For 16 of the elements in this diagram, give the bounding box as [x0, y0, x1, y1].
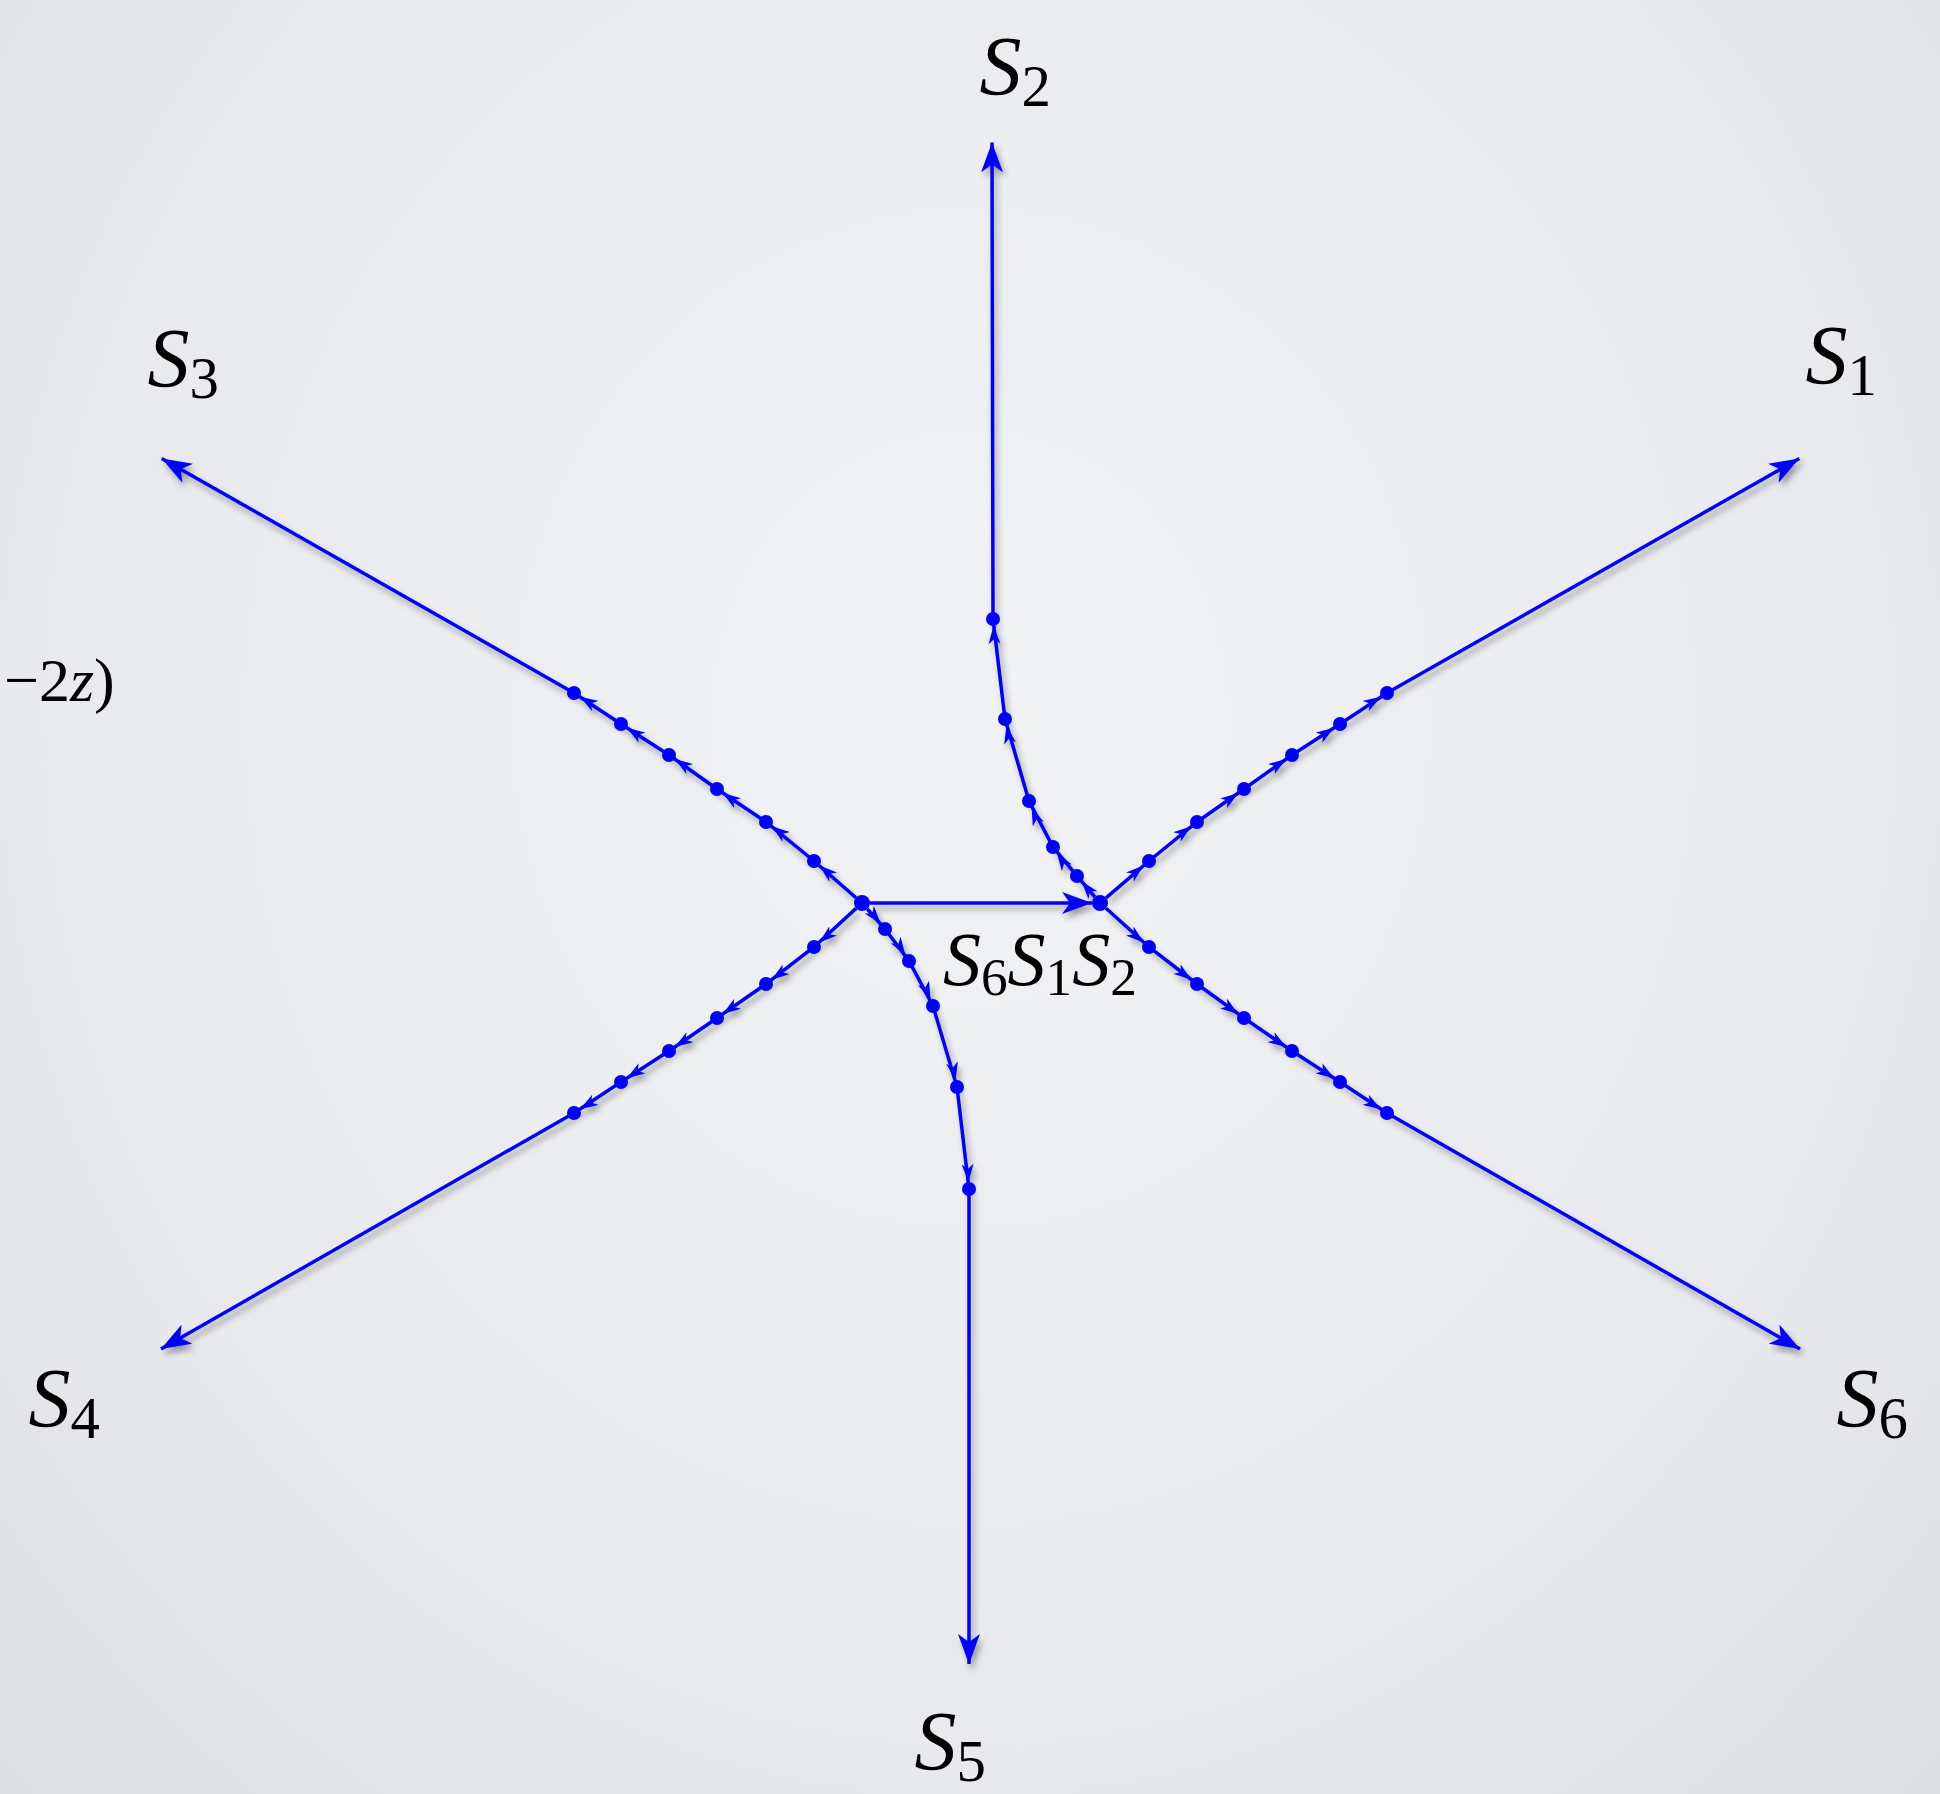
node-label: S$_{1}$	[1796, 313, 1877, 459]
vertex-dot	[854, 895, 870, 911]
arrow	[160, 456, 858, 899]
arrow	[160, 907, 858, 1351]
arrow	[1104, 456, 1801, 900]
node-label: S$_{3}$	[147, 316, 219, 459]
node-label: S$_{5}$	[914, 1664, 986, 1791]
arrow	[981, 142, 1097, 899]
node-label: S$_{6}$	[1796, 1349, 1908, 1448]
arrow	[865, 906, 980, 1664]
vertex-dot	[1092, 895, 1108, 911]
arrow	[870, 892, 1092, 914]
node-label: S$_{2}$	[979, 24, 1051, 143]
math-label: S$_{6}$S$_{1}$S$_{2}$	[943, 920, 1137, 1004]
node-label: S$_{4}$	[28, 1349, 166, 1448]
arrow	[1104, 907, 1801, 1351]
